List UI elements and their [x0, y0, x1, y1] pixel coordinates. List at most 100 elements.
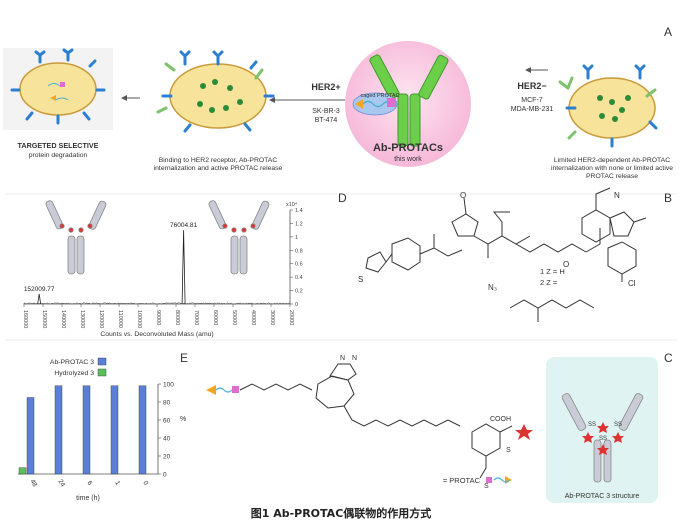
bar	[55, 386, 62, 474]
y-tick-label: 1.4	[295, 208, 303, 214]
atom-label: N	[340, 355, 345, 362]
bar-chart: 020406080100%0162448time (h)Ab-PROTAC 3H…	[18, 358, 186, 502]
targeted-subtitle: protein degradation	[29, 152, 88, 159]
x-tick-label: 150000	[41, 310, 47, 328]
peak-label: 152009.77	[24, 286, 55, 293]
peak-label: 76004.81	[170, 222, 197, 229]
ab-protac-circle: caged PROTAC Ab-PROTACs this work	[345, 41, 471, 167]
her2-negative-label: HER2−	[517, 81, 546, 91]
atom-label: S	[506, 447, 511, 454]
panel-d: D 20000 30000 40000 50000 60000 70000 80000 900…	[22, 191, 347, 338]
atom-label: N	[614, 191, 620, 200]
x-tick-label: 6	[85, 480, 93, 487]
x-tick-label: 130000	[79, 310, 85, 328]
x-tick-label: 70000	[193, 310, 199, 325]
panel-b: B S O N₃	[358, 188, 672, 322]
x-tick-label: 30000	[269, 310, 275, 325]
y-axis-label: %	[180, 416, 186, 423]
bar	[111, 386, 118, 474]
atom-label: SS	[599, 436, 607, 442]
x-tick-label: 120000	[98, 310, 104, 328]
linker-structure	[206, 364, 512, 478]
y-multiplier: x10⁴	[286, 201, 298, 208]
middle-description: internalization and active PROTAC releas…	[154, 165, 283, 172]
ab-protac-subtitle: this work	[394, 156, 422, 163]
bar	[19, 468, 26, 474]
right-description: Limited HER2-dependent Ab-PROTAC	[554, 157, 670, 164]
legend-label: Hydrolyzed 3	[54, 370, 94, 377]
compound-note: 2 Z =	[540, 278, 558, 287]
y-tick-label: 20	[163, 454, 171, 461]
y-tick-label: 0.2	[295, 289, 303, 295]
x-tick-label: 24	[56, 478, 66, 488]
x-tick-label: 110000	[117, 310, 123, 328]
bar	[83, 386, 90, 474]
atom-label: S	[484, 483, 489, 490]
x-tick-label: 50000	[231, 310, 237, 325]
y-tick-label: 40	[163, 436, 171, 443]
bar	[139, 386, 146, 474]
star-icon	[515, 424, 533, 440]
panel-label-c: C	[664, 351, 673, 365]
y-tick-label: 1	[295, 235, 298, 241]
payload-label: caged PROTAC	[360, 93, 399, 99]
atom-label: COOH	[490, 416, 511, 423]
right-description: internalization with none or limited act…	[551, 165, 673, 172]
y-tick-label: 60	[163, 418, 171, 425]
y-tick-label: 0.4	[295, 275, 303, 281]
x-tick-label: 1	[113, 480, 121, 487]
x-tick-label: 80000	[174, 310, 180, 325]
legend-swatch	[98, 369, 106, 376]
cell-line: BT-474	[315, 117, 338, 124]
y-tick-label: 1.2	[295, 221, 303, 227]
middle-description: Binding to HER2 receptor, Ab-PROTAC	[159, 157, 278, 164]
atom-label: Cl	[628, 279, 636, 288]
y-tick-label: 0	[295, 302, 298, 308]
structure-1-2	[366, 188, 646, 322]
y-tick-label: 0.8	[295, 248, 303, 254]
y-tick-label: 0	[163, 472, 167, 479]
panel-c: C SS SS SS Ab-PROTAC 3 structure	[206, 351, 673, 503]
cell-line: SK-BR-3	[312, 108, 340, 115]
x-tick-label: 40000	[250, 310, 256, 325]
x-tick-label: 160000	[22, 310, 28, 328]
peak	[182, 230, 185, 304]
panel-label-e: E	[180, 351, 188, 365]
atom-label: S	[358, 275, 363, 284]
atom-label: N	[352, 355, 357, 362]
structure-label: Ab-PROTAC 3 structure	[565, 493, 640, 500]
atom-label: N₃	[488, 283, 497, 292]
x-axis-label: Counts vs. Deconvoluted Mass (amu)	[100, 331, 213, 338]
x-tick-label: 0	[141, 480, 149, 487]
cell-line: MCF-7	[521, 97, 542, 104]
ab-protac-title: Ab-PROTACs	[373, 142, 443, 154]
y-tick-label: 100	[163, 382, 174, 389]
x-tick-label: 140000	[60, 310, 66, 328]
targeted-title: TARGETED SELECTIVE	[18, 141, 99, 150]
panel-label-a: A	[664, 25, 672, 39]
y-tick-label: 80	[163, 400, 171, 407]
cell-her2-negative	[560, 66, 656, 146]
bar	[27, 398, 34, 475]
x-tick-label: 48	[28, 478, 38, 488]
her2-positive-label: HER2+	[311, 82, 340, 92]
x-tick-label: 20000	[288, 310, 294, 325]
legend-swatch	[98, 358, 106, 365]
x-tick-label: 100000	[136, 310, 142, 328]
panel-label-b: B	[664, 191, 672, 205]
x-tick-label: 60000	[212, 310, 218, 325]
atom-label: SS	[614, 422, 622, 428]
panel-a: A HER2− MCF-7 MDA-MB-231 Limited HER2-de…	[3, 25, 673, 180]
figure-caption: 图1 Ab-PROTAC偶联物的作用方式	[0, 505, 682, 521]
cell-line: MDA-MB-231	[511, 106, 554, 113]
right-description: PROTAC release	[586, 173, 638, 180]
compound-note: 1 Z = H	[540, 267, 565, 276]
panel-label-d: D	[338, 191, 347, 205]
panel-e: E 020406080100%0162448time (h)Ab-PROTAC …	[18, 351, 188, 502]
legend-label: Ab-PROTAC 3	[50, 359, 94, 366]
x-tick-label: 90000	[155, 310, 161, 325]
legend-square-icon	[486, 477, 492, 483]
peak	[38, 294, 41, 304]
atom-label: O	[460, 191, 466, 200]
